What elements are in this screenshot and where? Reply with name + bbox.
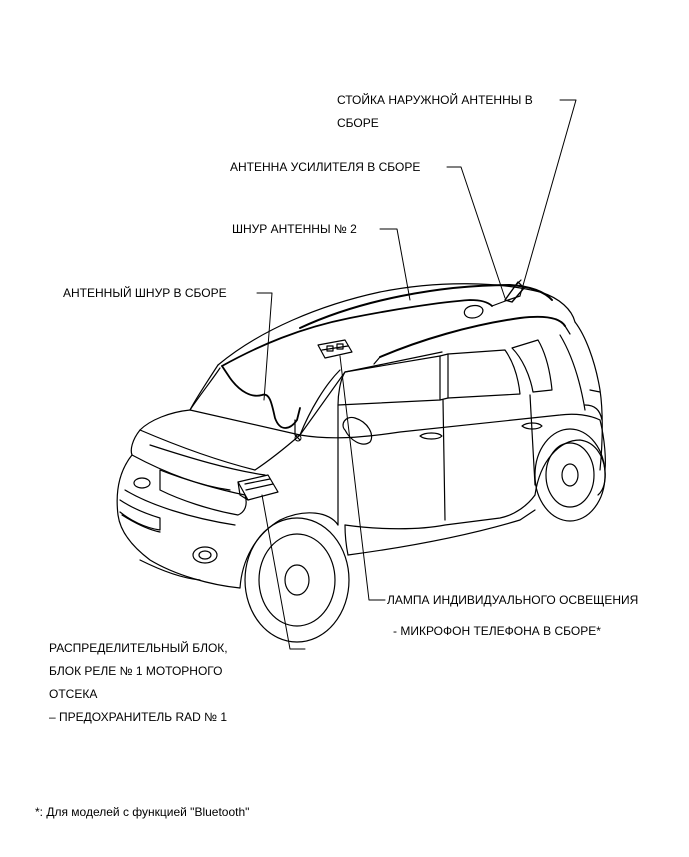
leader-lines bbox=[256, 99, 577, 650]
map-lamp-part bbox=[317, 339, 353, 359]
junction-block-label-line4: – ПРЕДОХРАНИТЕЛЬ RAD № 1 bbox=[49, 710, 228, 724]
junction-block-label-line3: ОТСЕКА bbox=[49, 687, 98, 701]
antenna-cord-2-label: ШНУР АНТЕННЫ № 2 bbox=[232, 222, 357, 236]
map-lamp-label: ЛАМПА ИНДИВИДУАЛЬНОГО ОСВЕЩЕНИЯ bbox=[387, 593, 639, 607]
microphone-label: - МИКРОФОН ТЕЛЕФОНА В СБОРЕ* bbox=[393, 624, 601, 638]
footnote: *: Для моделей с функцией "Bluetooth" bbox=[35, 805, 250, 819]
junction-block-label-line1: РАСПРЕДЕЛИТЕЛЬНЫЙ БЛОК, bbox=[49, 641, 228, 655]
antenna-cord-assy-label: АНТЕННЫЙ ШНУР В СБОРЕ bbox=[63, 286, 227, 300]
outer-antenna-label-line1: СТОЙКА НАРУЖНОЙ АНТЕННЫ В bbox=[337, 93, 533, 107]
antenna-cord-route bbox=[221, 299, 493, 442]
outer-antenna-part bbox=[504, 279, 525, 303]
junction-block-label-line2: БЛОК РЕЛЕ № 1 МОТОРНОГО bbox=[49, 664, 223, 678]
car-body bbox=[116, 283, 606, 643]
junction-block-part bbox=[237, 474, 279, 501]
amplifier-antenna-label: АНТЕННА УСИЛИТЕЛЯ В СБОРЕ bbox=[230, 160, 421, 174]
outer-antenna-label-line2: СБОРЕ bbox=[337, 116, 379, 130]
